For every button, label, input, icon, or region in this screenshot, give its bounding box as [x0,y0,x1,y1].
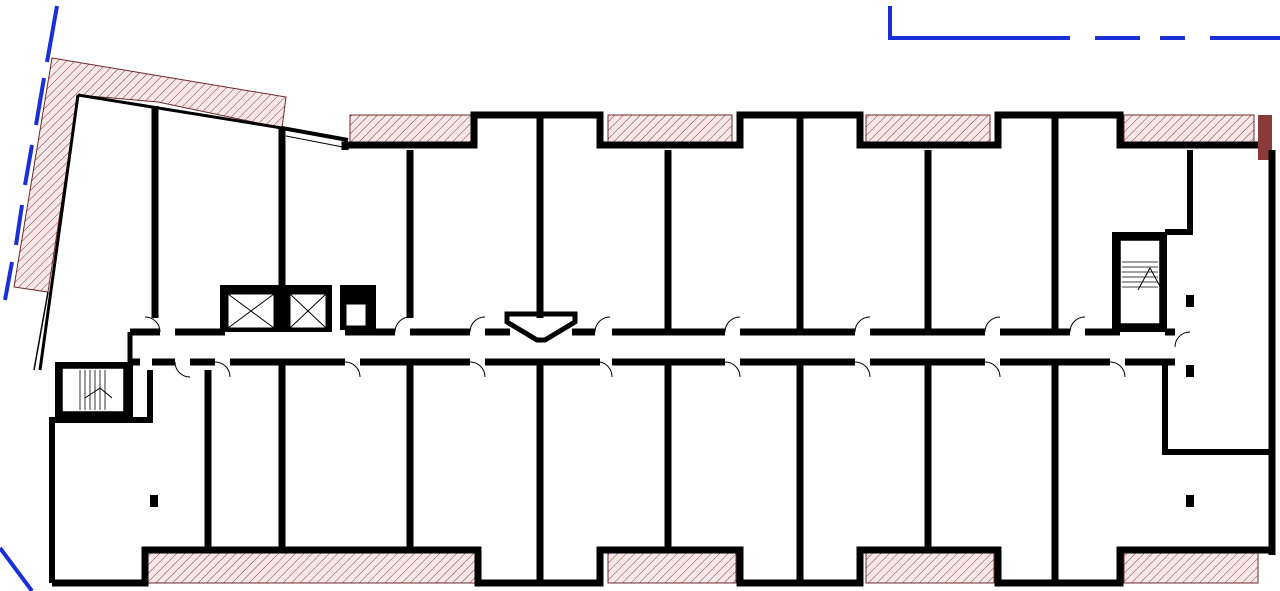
west-wing-outer-wall [33,291,49,371]
door-swing [394,316,411,333]
door-swing [344,361,361,378]
north-partitions [151,106,1059,332]
column [1186,365,1194,377]
west-wing-link-wall [281,126,349,142]
south-facade [49,370,1270,587]
door-swing [599,361,613,378]
property-line-top [888,6,1070,40]
south-partitions [204,362,1059,583]
column [1186,295,1194,307]
door-swing [854,316,871,333]
corridor [127,328,1175,366]
door-swing [214,361,231,378]
duct-cross [345,289,357,301]
east-notch-wall [1165,150,1193,235]
stair-arrow-east [1137,266,1163,291]
door-swings [144,316,1191,378]
door-swing [469,361,486,378]
west-wing-north-wall [77,93,283,130]
door-swing [174,361,191,378]
column [1186,495,1194,507]
west-wing-link-window [285,135,349,149]
staircase-west-well [61,367,125,413]
door-swing [144,316,161,333]
north-balcony-2 [607,114,733,146]
west-lower-wall [49,370,153,583]
door-swing [724,316,741,333]
column [150,495,158,507]
staircase-east [1112,232,1167,332]
corridor-niche [504,311,578,343]
south-balcony-2 [607,552,737,584]
service-duct-inner [345,303,367,327]
shaft-1-cross-b [227,293,275,329]
door-swing [984,361,1001,378]
door-swing [854,361,871,378]
door-swing [1109,361,1126,378]
property-line-left [3,5,59,301]
south-balcony-3 [865,552,995,584]
north-balcony-4 [1123,114,1255,146]
door-swing [724,361,741,378]
west-wing-inner-wall [38,94,80,371]
door-swing [1174,331,1191,348]
staircase-west [55,362,133,418]
door-swing [594,316,611,333]
stair-arrow-west [84,387,113,399]
north-balcony-3 [865,114,991,146]
west-wing [13,57,349,371]
south-balcony-4 [1123,552,1259,584]
north-facade [341,111,1272,160]
south-balcony-1 [144,552,476,584]
door-swing [984,316,1001,333]
east-lower-notch [1162,360,1272,455]
west-wing-hatch [13,57,287,293]
shaft-2-cross-b [289,293,327,329]
north-balcony-1 [349,114,475,146]
north-east-corner [1258,115,1272,160]
door-swing [469,316,486,333]
south-wall [52,546,1270,587]
door-swing [1069,316,1086,333]
property-line-bottom-left [0,546,34,591]
columns [150,295,1194,507]
elevator-core [220,285,376,332]
north-wall [341,111,1258,150]
east-facade [1162,150,1276,555]
property-lines [0,5,1280,591]
